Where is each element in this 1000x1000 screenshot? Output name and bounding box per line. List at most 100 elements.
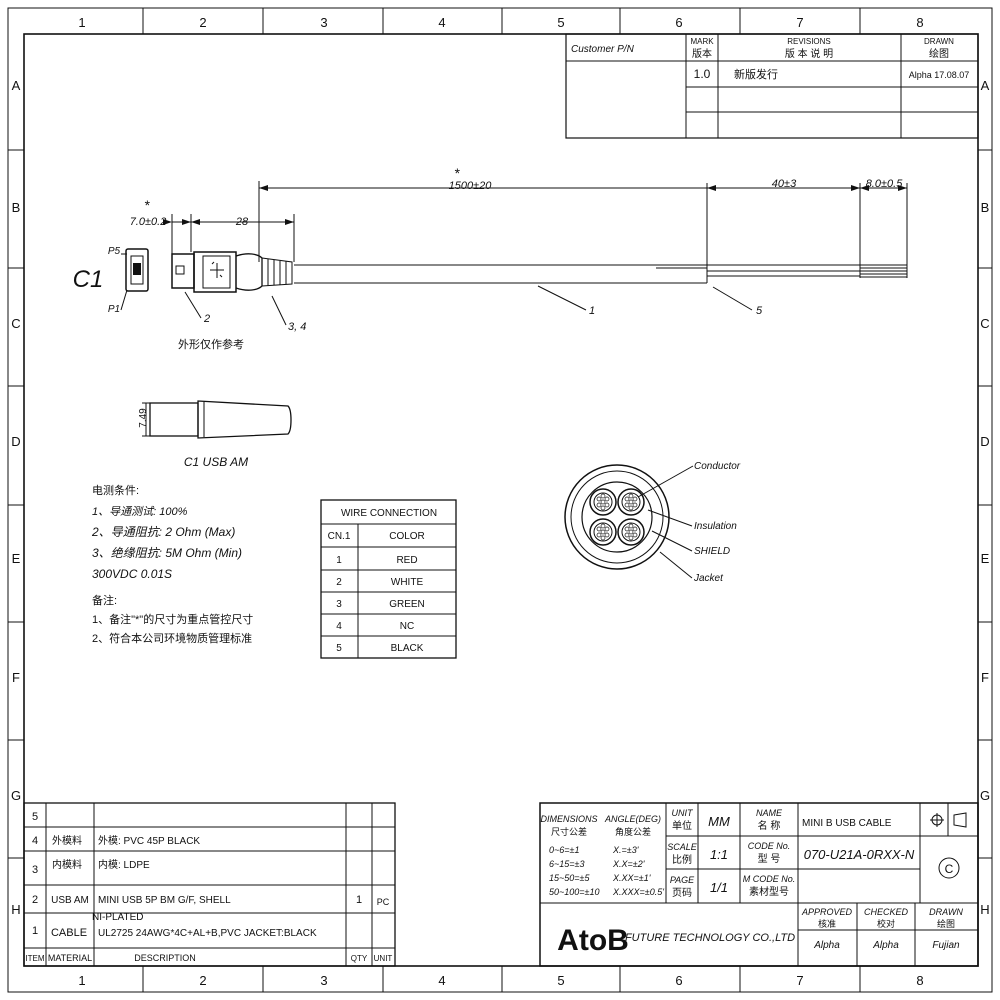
bom-row-2-desc: MINI USB 5P BM G/F, SHELL <box>98 895 231 906</box>
top-zone-col-4: 4 <box>438 15 445 30</box>
wire-connection-table: WIRE CONNECTION CN.1 COLOR 1 RED 2 WHITE… <box>320 499 457 659</box>
test-title: 电测条件: <box>92 483 139 497</box>
bom-row-4-material: 外模料 <box>52 834 82 847</box>
mcode-label-cn: 素材型号 <box>749 885 789 898</box>
mcode-label: M CODE No. <box>743 874 796 884</box>
c1-label: C1 <box>73 266 104 293</box>
pin-p5-label: P5 <box>108 246 121 257</box>
ang-4: X.XXX=±0.5' <box>612 887 664 897</box>
copyright-icon: C <box>938 857 960 879</box>
bom-row-4-desc: 外模: PVC 45P BLACK <box>98 835 200 847</box>
conductor-label: Conductor <box>694 461 741 472</box>
code-label-cn: 型 号 <box>758 852 781 865</box>
drawn-header-cn: 绘图 <box>929 47 949 60</box>
unit-label-cn: 单位 <box>672 819 692 832</box>
dim-strip-8: 8.0±0.5 <box>866 178 904 190</box>
test-line-1: 1、导通测试: 100% <box>92 505 188 518</box>
remark-title: 备注: <box>92 593 117 607</box>
mark-header-cn: 版本 <box>692 47 712 60</box>
left-zone-row-G: G <box>11 788 21 803</box>
top-zone-col-5: 5 <box>557 15 564 30</box>
projection-symbol-icon <box>930 812 967 828</box>
bom-row-2-item: 2 <box>32 894 38 906</box>
wire-row-1-pin: 1 <box>336 555 342 566</box>
revision-description: 新版发行 <box>734 67 778 81</box>
bom-row-1-item: 1 <box>32 925 38 937</box>
insulation-label: Insulation <box>694 521 737 532</box>
connector-top-view: * 1500±20 40±3 8.0±0.5 * 7.0±0.2 28 C1 P… <box>73 165 908 351</box>
overmold-side-view: 7.49 C1 USB AM <box>138 400 292 469</box>
conductor-3 <box>589 518 617 546</box>
top-zone-col-3: 3 <box>320 15 327 30</box>
revision-mark: 1.0 <box>694 67 711 81</box>
svg-text:C: C <box>945 862 954 876</box>
wire-row-5-color: BLACK <box>391 643 424 654</box>
top-zone-col-1: 1 <box>78 15 85 30</box>
tol-4: 50~100=±10 <box>549 887 600 897</box>
outer-frame <box>7 7 993 993</box>
top-zone-col-6: 6 <box>675 15 682 30</box>
callout-3-4: 3, 4 <box>288 321 306 333</box>
dimensions-label: DIMENSIONS <box>540 814 597 824</box>
right-zone-row-D: D <box>980 434 989 449</box>
tol-3: 15~50=±5 <box>549 873 590 883</box>
page-label: PAGE <box>670 875 695 885</box>
wire-table-title: WIRE CONNECTION <box>341 508 437 519</box>
bom-header-unit: UNIT <box>374 954 393 963</box>
jacket-label: Jacket <box>693 573 724 584</box>
top-zone-col-8: 8 <box>916 15 923 30</box>
ang-3: X.XX=±1' <box>612 873 651 883</box>
wire-table-header-color: COLOR <box>389 531 425 542</box>
wire-table-header-cn1: CN.1 <box>328 531 351 542</box>
revisions-block: Customer P/N MARK 版本 REVISIONS 版 本 说 明 D… <box>565 33 979 139</box>
left-zone-row-A: A <box>12 78 21 93</box>
right-zone-row-C: C <box>980 316 989 331</box>
name-label-cn: 名 称 <box>758 819 781 832</box>
revision-drawn: Alpha 17.08.07 <box>909 70 970 80</box>
bottom-zone-col-3: 3 <box>320 973 327 988</box>
conductor-2 <box>617 488 645 516</box>
bom-row-3-desc: 内模: LDPE <box>98 858 150 871</box>
approved-label: APPROVED <box>801 907 853 917</box>
dim-cable-length: 1500±20 <box>449 180 493 192</box>
scale-label: SCALE <box>667 842 698 852</box>
product-name: MINI B USB CABLE <box>802 818 892 829</box>
cable-cross-section: Conductor Insulation SHIELD Jacket <box>564 461 741 584</box>
callout-1: 1 <box>589 305 595 317</box>
bottom-zone-col-6: 6 <box>675 973 682 988</box>
dim-strip-40: 40±3 <box>772 178 797 190</box>
wire-row-4-pin: 4 <box>336 621 342 632</box>
wire-row-2-color: WHITE <box>391 577 424 588</box>
angle-label-cn: 角度公差 <box>615 826 651 837</box>
approved-label-cn: 核准 <box>818 918 836 929</box>
bom-row-1-material: CABLE <box>51 927 87 939</box>
bottom-zone-col-8: 8 <box>916 973 923 988</box>
left-zone-row-C: C <box>11 316 20 331</box>
bom-row-4-item: 4 <box>32 835 38 847</box>
bottom-zone-col-7: 7 <box>796 973 803 988</box>
bottom-zone-col-2: 2 <box>199 973 206 988</box>
callout-5: 5 <box>756 305 763 317</box>
bom-header-description: DESCRIPTION <box>134 953 196 963</box>
left-zone-row-D: D <box>11 434 20 449</box>
wire-row-5-pin: 5 <box>336 643 342 654</box>
revisions-header: REVISIONS <box>787 37 831 46</box>
conductor-4 <box>617 518 645 546</box>
dim-plug-width: 7.0±0.2 <box>130 216 167 228</box>
left-zone-row-E: E <box>12 551 21 566</box>
bom-row-1-desc-extra: NI-PLATED <box>92 912 144 923</box>
scale-label-cn: 比例 <box>672 853 692 866</box>
test-line-2: 2、导通阻抗: 2 Ohm (Max) <box>91 525 235 539</box>
code-value: 070-U21A-0RXX-N <box>804 847 915 862</box>
bom-header-qty: QTY <box>351 954 368 963</box>
left-zone-row-F: F <box>12 670 20 685</box>
tol-1: 0~6=±1 <box>549 845 579 855</box>
bom-row-1-desc: UL2725 24AWG*4C+AL+B,PVC JACKET:BLACK <box>98 928 317 939</box>
wire-row-4-color: NC <box>400 621 414 632</box>
wire-row-3-color: GREEN <box>389 599 425 610</box>
left-zone-row-H: H <box>11 902 20 917</box>
ang-1: X.=±3' <box>612 845 639 855</box>
top-zone-col-2: 2 <box>199 15 206 30</box>
